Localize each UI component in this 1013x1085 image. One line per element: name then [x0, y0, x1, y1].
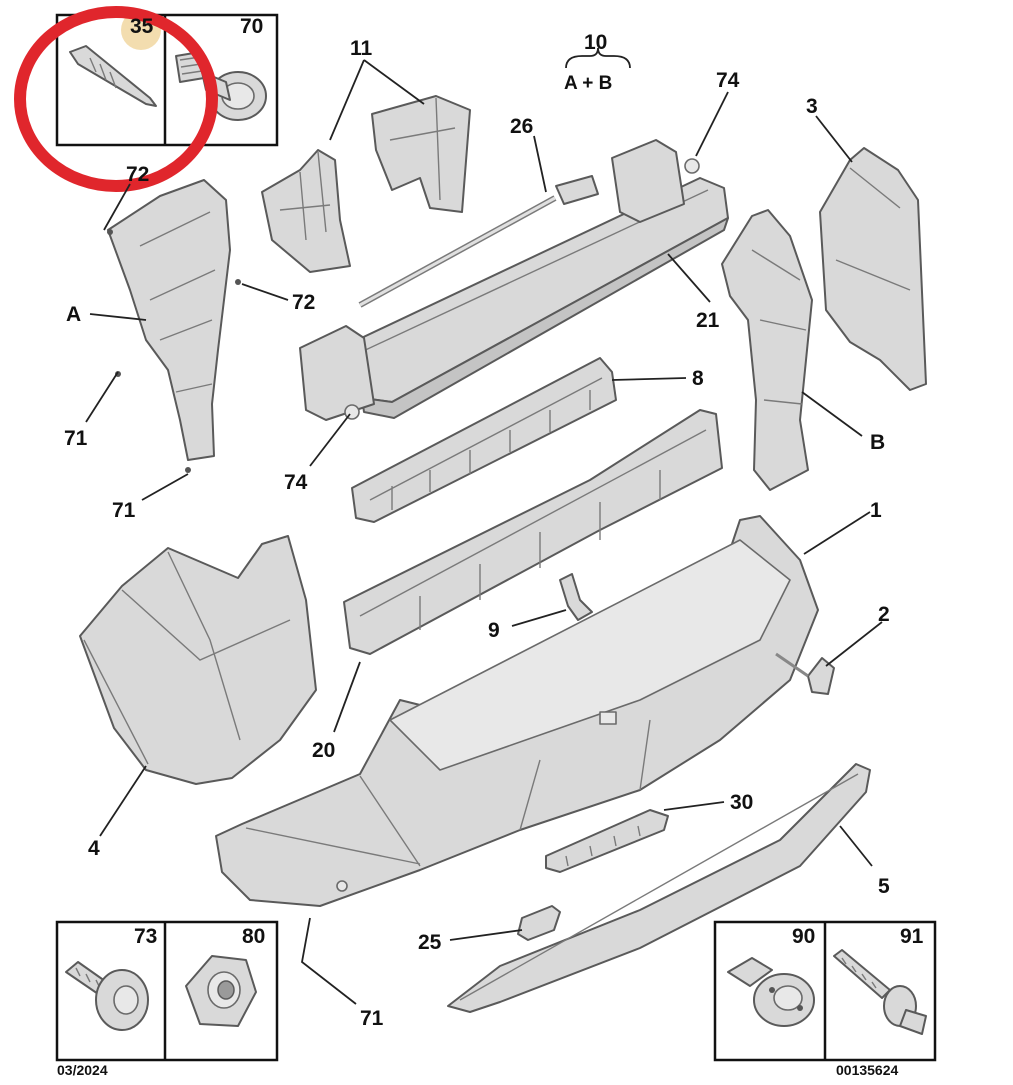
callout-74-top: 74	[716, 69, 740, 92]
callout-A: A	[66, 303, 82, 326]
callout-74-bottom: 74	[284, 471, 308, 494]
callout-80: 80	[242, 925, 266, 948]
callout-4: 4	[88, 837, 100, 860]
fastener-box-73-80	[55, 920, 279, 1062]
stud-91-icon	[833, 949, 927, 1035]
bracket-11	[261, 95, 471, 273]
callout-20: 20	[312, 739, 336, 762]
trim-strip-5	[447, 763, 871, 1013]
footer-date: 03/2024	[57, 1062, 108, 1078]
callout-2: 2	[878, 603, 890, 626]
corner-cover-4	[79, 535, 317, 785]
fastener-box-90-91	[713, 920, 937, 1062]
cable-26	[358, 175, 599, 308]
bracket-A	[107, 179, 241, 473]
crossbeam-21	[299, 139, 729, 421]
highlight-circle	[14, 6, 218, 192]
bumper-1	[215, 515, 819, 907]
part-30	[545, 809, 669, 873]
callout-72-mid: 72	[292, 291, 316, 314]
side-panel-3	[819, 147, 927, 391]
footer-reference: 00135624	[836, 1062, 899, 1078]
callout-10: 10	[584, 31, 608, 54]
callout-10-sub: A + B	[564, 73, 613, 94]
bracket-B	[721, 209, 813, 491]
callout-71-c: 71	[360, 1007, 384, 1030]
clip-90-icon	[727, 957, 815, 1027]
part-25	[517, 905, 561, 941]
callout-5: 5	[878, 875, 890, 898]
callout-8: 8	[692, 367, 704, 390]
callout-90: 90	[792, 925, 816, 948]
callout-11: 11	[350, 37, 373, 60]
callout-72-top: 72	[126, 163, 150, 186]
callout-9: 9	[488, 619, 500, 642]
callout-35: 35	[130, 15, 154, 38]
flange-nut-80-icon	[185, 955, 257, 1027]
callout-91: 91	[900, 925, 924, 948]
push-pin-35-icon	[69, 45, 157, 107]
callout-71-a: 71	[64, 427, 88, 450]
callout-21: 21	[696, 309, 720, 332]
callout-25: 25	[418, 931, 442, 954]
callout-71-b: 71	[112, 499, 136, 522]
callout-26: 26	[510, 115, 534, 138]
callout-B: B	[870, 431, 886, 454]
bracket-9	[559, 573, 593, 621]
callout-70: 70	[240, 15, 264, 38]
absorber-20	[343, 409, 723, 655]
flange-screw-73-icon	[65, 961, 149, 1031]
callout-30: 30	[730, 791, 754, 814]
part-2	[775, 652, 835, 695]
callout-3: 3	[806, 95, 818, 118]
leader-lines	[85, 47, 883, 1005]
callout-73: 73	[134, 925, 158, 948]
callout-1: 1	[870, 499, 882, 522]
fastener-box-35-70	[55, 10, 279, 147]
absorber-8	[351, 357, 617, 523]
